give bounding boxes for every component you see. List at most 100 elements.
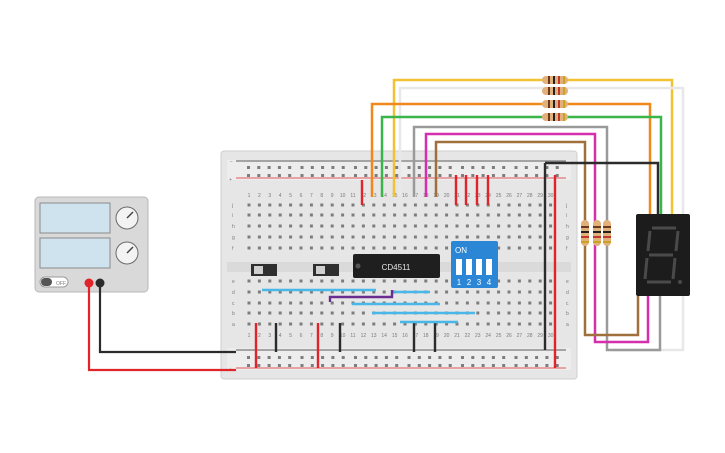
breadboard-hole[interactable]: [341, 279, 345, 283]
yellow-wire[interactable]: [392, 78, 674, 238]
breadboard-hole[interactable]: [309, 203, 313, 207]
rail-hole[interactable]: [321, 364, 325, 367]
rail-hole[interactable]: [407, 174, 411, 177]
breadboard-hole[interactable]: [465, 213, 469, 217]
breadboard-hole[interactable]: [289, 322, 293, 326]
breadboard-hole[interactable]: [330, 224, 334, 228]
rail-hole[interactable]: [257, 356, 261, 359]
breadboard-hole[interactable]: [497, 279, 501, 283]
breadboard-hole[interactable]: [257, 290, 261, 294]
breadboard-hole[interactable]: [434, 235, 438, 239]
breadboard-hole[interactable]: [455, 235, 459, 239]
rail-hole[interactable]: [545, 174, 549, 177]
rail-hole[interactable]: [407, 166, 411, 169]
rail-hole[interactable]: [514, 364, 518, 367]
rail-hole[interactable]: [395, 166, 399, 169]
rail-hole[interactable]: [331, 364, 335, 367]
rail-hole[interactable]: [331, 356, 335, 359]
rail-hole[interactable]: [364, 356, 368, 359]
rail-hole[interactable]: [555, 364, 559, 367]
breadboard-hole[interactable]: [289, 213, 293, 217]
breadboard-hole[interactable]: [465, 290, 469, 294]
rail-hole[interactable]: [448, 356, 452, 359]
rail-hole[interactable]: [438, 356, 442, 359]
breadboard-hole[interactable]: [382, 246, 386, 250]
breadboard-hole[interactable]: [247, 224, 251, 228]
breadboard-hole[interactable]: [517, 311, 521, 315]
breadboard-hole[interactable]: [341, 203, 345, 207]
breadboard-hole[interactable]: [268, 235, 272, 239]
breadboard-hole[interactable]: [445, 290, 449, 294]
breadboard-hole[interactable]: [299, 203, 303, 207]
breadboard-hole[interactable]: [309, 279, 313, 283]
breadboard-hole[interactable]: [361, 203, 365, 207]
breadboard-hole[interactable]: [413, 279, 417, 283]
breadboard-hole[interactable]: [299, 311, 303, 315]
breadboard-hole[interactable]: [497, 301, 501, 305]
breadboard-hole[interactable]: [517, 203, 521, 207]
rail-hole[interactable]: [461, 174, 464, 177]
breadboard-hole[interactable]: [257, 235, 261, 239]
breadboard-hole[interactable]: [372, 203, 376, 207]
breadboard-hole[interactable]: [403, 213, 407, 217]
breadboard-hole[interactable]: [465, 322, 469, 326]
breadboard-hole[interactable]: [382, 290, 386, 294]
breadboard-hole[interactable]: [257, 279, 261, 283]
breadboard-hole[interactable]: [413, 235, 417, 239]
breadboard-hole[interactable]: [424, 213, 428, 217]
breadboard-hole[interactable]: [257, 301, 261, 305]
rail-hole[interactable]: [471, 174, 475, 177]
breadboard-hole[interactable]: [434, 203, 438, 207]
breadboard-hole[interactable]: [330, 279, 334, 283]
breadboard-hole[interactable]: [268, 246, 272, 250]
breadboard-hole[interactable]: [268, 290, 272, 294]
breadboard-hole[interactable]: [424, 235, 428, 239]
breadboard-hole[interactable]: [372, 290, 376, 294]
breadboard-hole[interactable]: [382, 224, 386, 228]
rail-hole[interactable]: [395, 364, 399, 367]
breadboard-hole[interactable]: [299, 279, 303, 283]
dip-toggle-2[interactable]: [466, 259, 472, 275]
breadboard-hole[interactable]: [257, 203, 261, 207]
breadboard-hole[interactable]: [278, 235, 282, 239]
breadboard-hole[interactable]: [299, 322, 303, 326]
breadboard-hole[interactable]: [517, 290, 521, 294]
ic-cd4511[interactable]: CD4511: [353, 254, 440, 278]
breadboard-hole[interactable]: [517, 213, 521, 217]
rail-hole[interactable]: [321, 166, 325, 169]
rail-hole[interactable]: [288, 174, 292, 177]
rail-hole[interactable]: [481, 166, 485, 169]
rail-hole[interactable]: [502, 166, 506, 169]
breadboard-hole[interactable]: [372, 246, 376, 250]
breadboard-hole[interactable]: [507, 290, 511, 294]
breadboard-hole[interactable]: [341, 213, 345, 217]
breadboard-hole[interactable]: [320, 213, 324, 217]
breadboard-hole[interactable]: [351, 290, 355, 294]
rail-hole[interactable]: [491, 364, 495, 367]
breadboard-hole[interactable]: [330, 235, 334, 239]
breadboard-hole[interactable]: [549, 246, 553, 250]
breadboard-hole[interactable]: [393, 322, 397, 326]
breadboard-hole[interactable]: [538, 322, 542, 326]
breadboard-hole[interactable]: [393, 246, 397, 250]
resistor-3[interactable]: [542, 100, 568, 108]
rail-hole[interactable]: [384, 174, 388, 177]
rail-hole[interactable]: [384, 356, 388, 359]
breadboard-hole[interactable]: [486, 311, 490, 315]
resistor-5[interactable]: [581, 220, 589, 246]
breadboard-hole[interactable]: [351, 213, 355, 217]
breadboard-hole[interactable]: [434, 279, 438, 283]
breadboard-hole[interactable]: [424, 322, 428, 326]
breadboard-hole[interactable]: [393, 235, 397, 239]
breadboard-hole[interactable]: [320, 235, 324, 239]
breadboard-hole[interactable]: [507, 279, 511, 283]
rail-hole[interactable]: [288, 166, 292, 169]
resistor-1[interactable]: [542, 76, 568, 84]
breadboard-hole[interactable]: [361, 290, 365, 294]
breadboard-hole[interactable]: [309, 311, 313, 315]
rail-hole[interactable]: [502, 174, 506, 177]
rail-hole[interactable]: [448, 166, 452, 169]
breadboard-hole[interactable]: [403, 203, 407, 207]
rail-hole[interactable]: [321, 356, 325, 359]
dip-switch[interactable]: ON 1 2 3 4: [451, 241, 498, 288]
